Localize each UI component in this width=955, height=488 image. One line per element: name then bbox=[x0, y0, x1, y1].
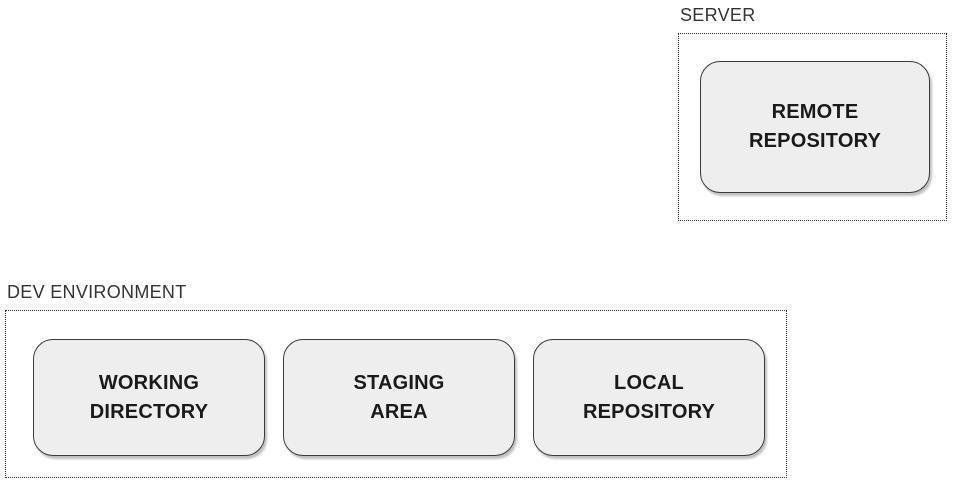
node-working-directory: WORKING DIRECTORY bbox=[33, 339, 265, 456]
node-label-staging-area: STAGING AREA bbox=[353, 371, 445, 423]
node-staging-area: STAGING AREA bbox=[283, 339, 515, 456]
node-label-local-repository: LOCAL REPOSITORY bbox=[582, 371, 716, 423]
group-label-dev-environment: DEV ENVIRONMENT bbox=[7, 282, 187, 302]
node-label-working-directory: WORKING DIRECTORY bbox=[89, 371, 209, 423]
node-remote-repository: REMOTE REPOSITORY bbox=[700, 61, 930, 193]
node-local-repository: LOCAL REPOSITORY bbox=[533, 339, 765, 456]
group-container-dev-environment bbox=[5, 310, 787, 478]
node-label-remote-repository: REMOTE REPOSITORY bbox=[748, 101, 882, 152]
group-container-server bbox=[678, 33, 947, 221]
group-label-server: SERVER bbox=[680, 5, 756, 25]
